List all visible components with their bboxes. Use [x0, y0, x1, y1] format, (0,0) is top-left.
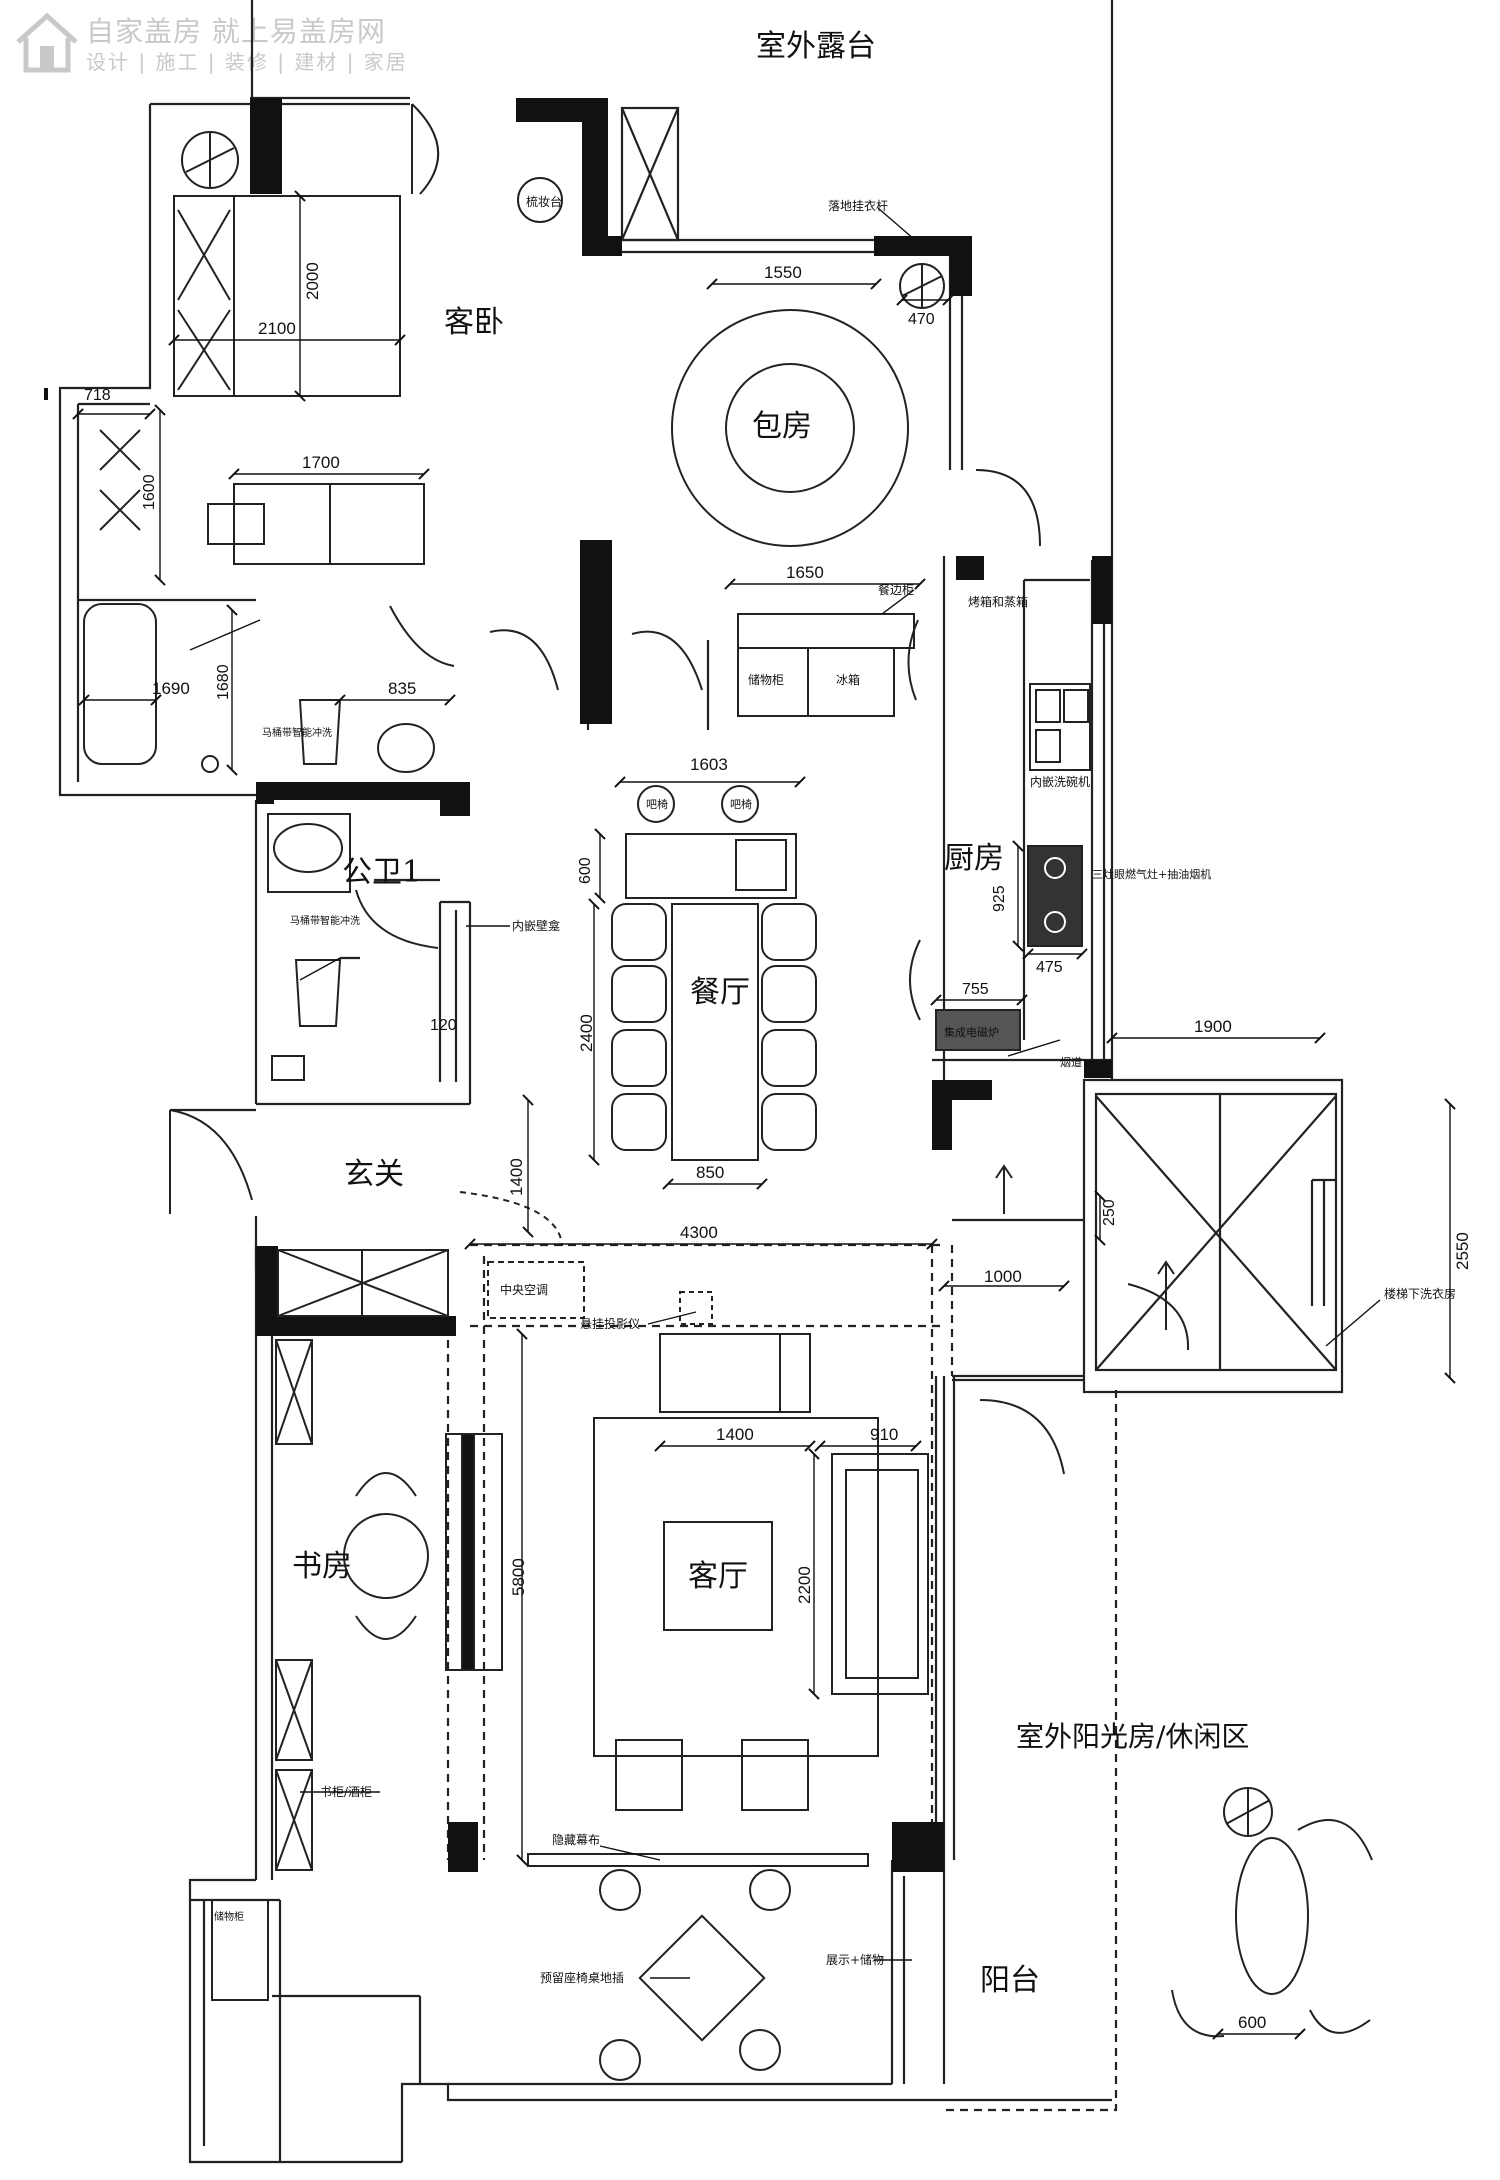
dim-470: 470	[908, 311, 935, 328]
room-label-private-dining: 包房	[752, 409, 812, 444]
dim-910: 910	[870, 1425, 898, 1444]
dim-1690: 1690	[152, 679, 190, 698]
furniture	[83, 131, 1373, 2081]
note-dresser: 梳妆台	[526, 194, 562, 209]
note-sideboard: 餐边柜	[878, 582, 914, 597]
dim-835: 835	[388, 679, 416, 698]
room-label-public-bath: 公卫1	[342, 855, 421, 890]
note-hanger: 落地挂衣杆	[828, 198, 888, 213]
room-label-balcony: 阳台	[980, 1963, 1040, 1998]
note-display: 展示+储物	[826, 1952, 884, 1967]
linework	[58, 0, 1344, 2164]
dim-1680: 1680	[215, 664, 232, 700]
note-screen: 隐藏幕布	[552, 1833, 600, 1847]
note-niche: 内嵌壁龛	[512, 918, 560, 933]
dim-2550: 2550	[1453, 1232, 1472, 1270]
dim-1650: 1650	[786, 563, 824, 582]
dim-1000: 1000	[984, 1267, 1022, 1286]
note-oven: 烤箱和蒸箱	[968, 594, 1028, 609]
dim-1400-foyer: 1400	[507, 1158, 526, 1196]
room-labels: 室外露台 客卧 包房 厨房 餐厅 公卫1 玄关 书房 客厅 室外阳光房/休闲区 …	[292, 29, 1249, 1998]
dim-925: 925	[991, 885, 1008, 912]
note-projector: 悬挂投影仪	[580, 1316, 640, 1331]
dim-475: 475	[1036, 959, 1063, 976]
house-icon	[16, 12, 78, 73]
note-storage: 储物柜	[748, 672, 784, 687]
dim-2400: 2400	[577, 1014, 596, 1052]
note-tea: 预留座椅桌地插	[540, 1970, 624, 1985]
room-label-foyer: 玄关	[344, 1157, 404, 1192]
note-stove: 三灶眼燃气灶+抽油烟机	[1092, 867, 1211, 881]
dim-850: 850	[696, 1163, 724, 1182]
room-label-sunroom: 室外阳光房/休闲区	[1016, 1720, 1249, 1753]
room-label-guest-bedroom: 客卧	[444, 305, 504, 340]
dim-120: 120	[430, 1017, 457, 1034]
room-label-dining: 餐厅	[690, 975, 750, 1010]
room-label-kitchen: 厨房	[944, 841, 1004, 876]
dim-718: 718	[84, 387, 111, 404]
dim-1550: 1550	[764, 263, 802, 282]
dim-755: 755	[962, 981, 989, 998]
dim-5800: 5800	[509, 1558, 528, 1596]
dim-1600: 1600	[141, 474, 158, 510]
note-barstool-2: 吧椅	[730, 797, 752, 811]
dim-4300: 4300	[680, 1223, 718, 1242]
watermark-title: 自家盖房 就上易盖房网	[86, 15, 386, 48]
room-label-outdoor-terrace: 室外露台	[756, 29, 876, 64]
note-laundry: 楼梯下洗衣房	[1384, 1286, 1456, 1301]
dim-250: 250	[1101, 1199, 1118, 1226]
room-label-living: 客厅	[688, 1559, 748, 1594]
note-cooker: 集成电磁炉	[944, 1025, 999, 1039]
dim-600-bar: 600	[577, 857, 594, 884]
note-bookcase: 书柜/酒柜	[320, 1785, 372, 1799]
note-shelf: 储物柜	[214, 1910, 244, 1923]
doors	[169, 103, 1190, 1475]
note-barstool-1: 吧椅	[646, 797, 668, 811]
dim-2000: 2000	[303, 262, 322, 300]
dim-1603: 1603	[690, 755, 728, 774]
watermark-subtitle: 设计 | 施工 | 装修 | 建材 | 家居	[86, 50, 408, 74]
dim-2100: 2100	[258, 319, 296, 338]
note-hvac: 中央空调	[500, 1282, 548, 1297]
note-fridge: 冰箱	[836, 672, 860, 687]
dimension-lines	[72, 190, 1456, 2040]
annotations: 梳妆台 落地挂衣杆 餐边柜 烤箱和蒸箱 储物柜 冰箱 吧椅 吧椅 内嵌洗碗机 三…	[214, 194, 1456, 1985]
dim-600-outdoor: 600	[1238, 2013, 1266, 2032]
dim-1700: 1700	[302, 453, 340, 472]
dim-1400-living: 1400	[716, 1425, 754, 1444]
note-flue: 烟道	[1060, 1055, 1082, 1069]
room-label-study: 书房	[292, 1549, 352, 1584]
note-toilet-public: 马桶带智能冲洗	[290, 914, 360, 927]
note-dishwasher: 内嵌洗碗机	[1030, 774, 1090, 789]
walls	[44, 98, 1112, 1872]
dim-1900: 1900	[1194, 1017, 1232, 1036]
dim-2200: 2200	[795, 1566, 814, 1604]
note-toilet-guest: 马桶带智能冲洗	[262, 726, 332, 739]
watermark-logo: 自家盖房 就上易盖房网 设计 | 施工 | 装修 | 建材 | 家居	[14, 10, 414, 80]
dimension-labels: 2000 2100 718 1600 1700 1550 470 1650 16…	[84, 262, 1472, 2032]
